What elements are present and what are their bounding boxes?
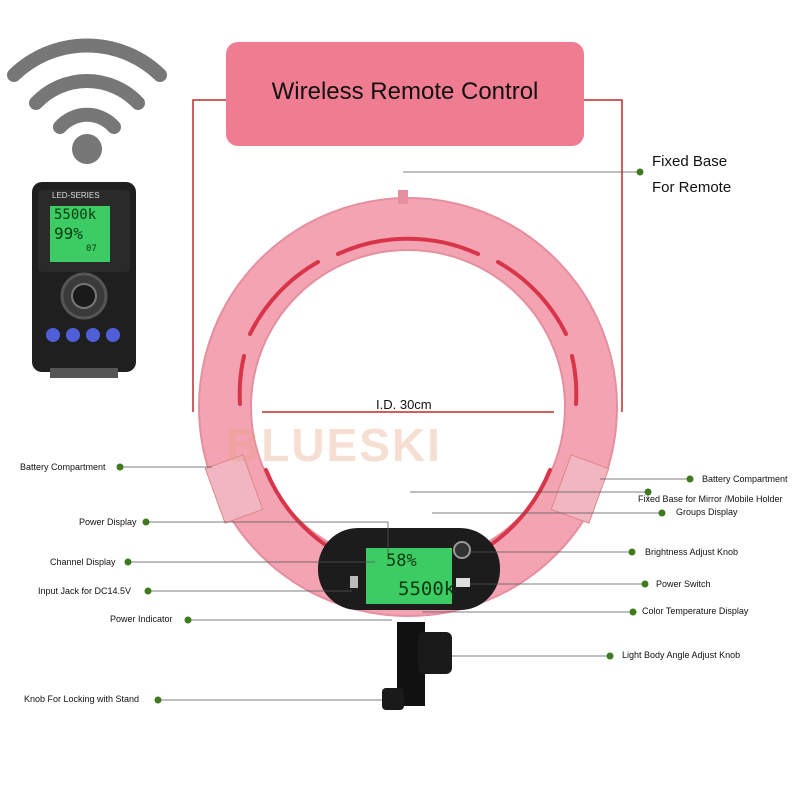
panel-temperature-readout: 5500k <box>398 578 456 600</box>
label-battery-left: Battery Compartment <box>20 462 106 472</box>
remote-power-button[interactable] <box>106 328 120 342</box>
wifi-signal-icon <box>7 38 167 164</box>
remote-button-2[interactable] <box>66 328 80 342</box>
remote-control: LED-SERIES 5500k 99% 07 <box>30 180 138 380</box>
label-input-jack: Input Jack for DC14.5V <box>38 586 132 596</box>
remote-body-shape <box>32 182 136 378</box>
label-battery-right: Battery Compartment <box>702 474 788 484</box>
remote-lcd-line2: 99% <box>54 224 83 243</box>
label-brightness-knob: Brightness Adjust Knob <box>645 547 739 557</box>
label-power-switch: Power Switch <box>656 579 711 589</box>
remote-button-3[interactable] <box>86 328 100 342</box>
angle-knob-shape <box>418 632 452 674</box>
label-power-indicator: Power Indicator <box>110 614 173 624</box>
label-fixed-base-remote-1: Fixed Base <box>652 153 728 170</box>
banner-title: Wireless Remote Control <box>271 78 539 105</box>
banner-box <box>226 42 584 146</box>
remote-button-1[interactable] <box>46 328 60 342</box>
label-locking-knob: Knob For Locking with Stand <box>24 694 140 704</box>
remote-series-label: LED-SERIES <box>52 191 100 200</box>
label-fixed-base-mirror: Fixed Base for Mirror /Mobile Holder <box>638 494 783 504</box>
remote-lcd-line1: 5500k <box>54 207 97 223</box>
inner-diameter-label: I.D. 30cm <box>376 397 432 412</box>
remote-lcd-line3: 07 <box>86 244 97 254</box>
panel-lcd <box>366 548 452 604</box>
watermark-text: BLUESKI <box>226 419 442 471</box>
label-groups-display: Groups Display <box>676 507 738 517</box>
panel-brightness-readout: 58% <box>386 551 417 571</box>
label-angle-knob: Light Body Angle Adjust Knob <box>622 650 741 660</box>
ring-light-slots <box>237 236 579 550</box>
label-channel-display: Channel Display <box>50 557 116 567</box>
label-color-temp-display: Color Temperature Display <box>642 606 749 616</box>
label-fixed-base-remote-2: For Remote <box>652 179 732 196</box>
label-power-display: Power Display <box>79 517 137 527</box>
locking-knob-shape <box>382 688 404 710</box>
